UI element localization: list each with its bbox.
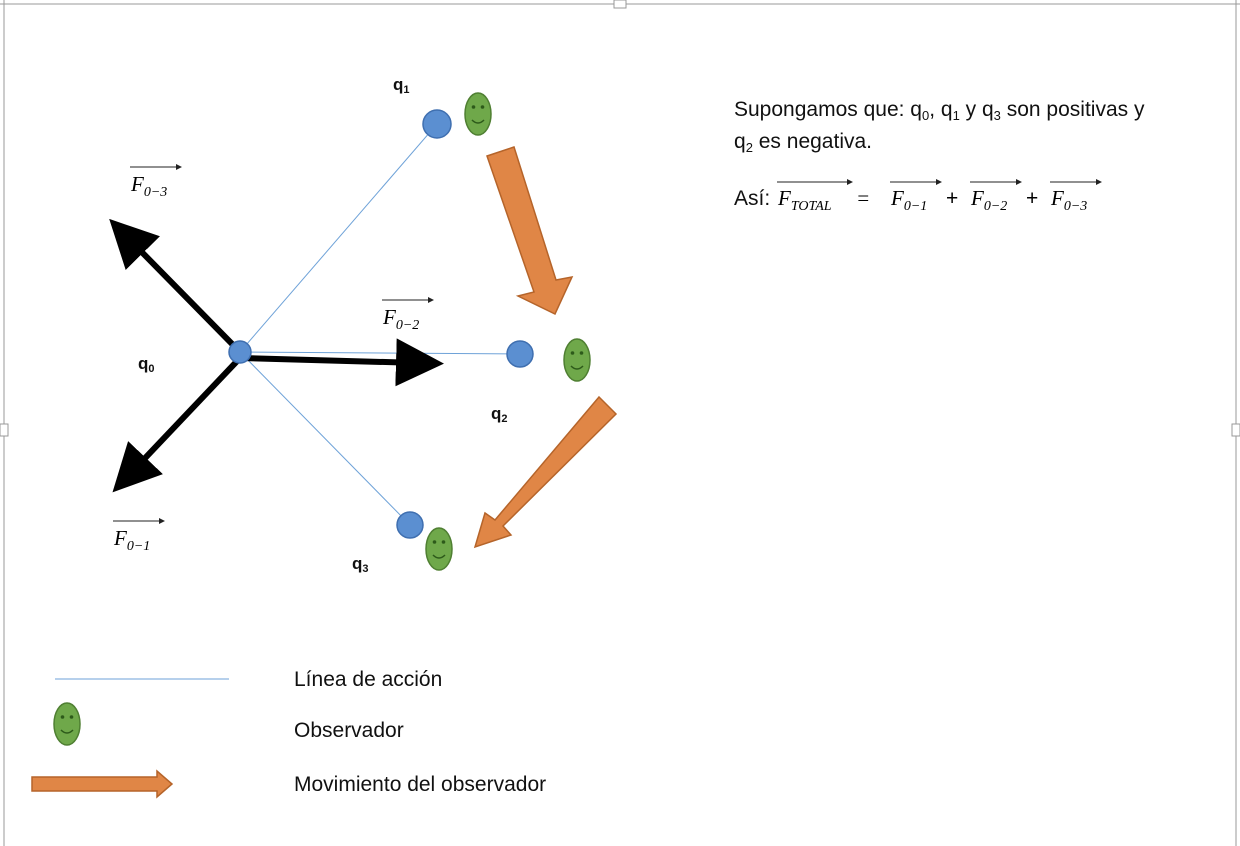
- svg-text:F0−3: F0−3: [1050, 186, 1087, 214]
- legend-movement-label: Movimiento del observador: [294, 773, 546, 796]
- svg-text:F0−2: F0−2: [382, 305, 419, 333]
- statement-line-1: Supongamos que: q0, q1 y q3 son positiva…: [734, 98, 1145, 123]
- force-arrow-0-3: [109, 218, 243, 355]
- force-total-equation: Así: FTOTAL = F0−1 + F0−2 + F0−3: [734, 179, 1102, 214]
- resize-handle-left[interactable]: [0, 423, 9, 437]
- svg-text:F0−3: F0−3: [130, 172, 167, 200]
- charge-q1: [422, 109, 452, 139]
- charge-q2: [506, 340, 534, 368]
- svg-text:FTOTAL: FTOTAL: [777, 186, 832, 214]
- charge-q3: [396, 511, 424, 539]
- label-q1: q1: [393, 75, 410, 96]
- legend-movement-swatch: [31, 769, 174, 799]
- svg-text:F0−2: F0−2: [970, 186, 1007, 214]
- resize-handle-top[interactable]: [613, 0, 627, 9]
- force-arrow-0-2: [239, 338, 444, 387]
- label-force-0-3: F0−3: [130, 164, 182, 200]
- observer-near-q2: [563, 338, 591, 382]
- label-q2: q2: [491, 404, 508, 425]
- legend-observer-swatch: [53, 702, 81, 746]
- force-arrow-0-1: [112, 355, 243, 493]
- legend-action-line-label: Línea de acción: [294, 668, 442, 691]
- observer-near-q3: [425, 527, 453, 571]
- observer-near-q1: [464, 92, 492, 136]
- charge-q0: [228, 340, 252, 364]
- label-q3: q3: [352, 554, 369, 575]
- action-line-q0-q3: [239, 351, 411, 526]
- movement-arrow-q1-to-q2: [486, 146, 574, 316]
- svg-text:F0−1: F0−1: [890, 186, 927, 214]
- action-line-q0-q1: [239, 123, 438, 353]
- label-force-0-2: F0−2: [382, 297, 434, 333]
- svg-text:+: +: [946, 187, 958, 210]
- svg-text:=: =: [856, 186, 870, 210]
- action-line-q0-q2: [239, 351, 521, 355]
- resize-handle-right[interactable]: [1231, 423, 1240, 437]
- label-q0: q0: [138, 354, 155, 375]
- movement-arrow-q2-to-q3: [473, 395, 618, 549]
- svg-text:Así:: Así:: [734, 187, 770, 210]
- svg-text:F0−1: F0−1: [113, 526, 150, 554]
- legend-observer-label: Observador: [294, 719, 404, 742]
- label-force-0-1: F0−1: [113, 518, 165, 554]
- statement-line-2: q2 es negativa.: [734, 130, 872, 155]
- svg-text:+: +: [1026, 187, 1038, 210]
